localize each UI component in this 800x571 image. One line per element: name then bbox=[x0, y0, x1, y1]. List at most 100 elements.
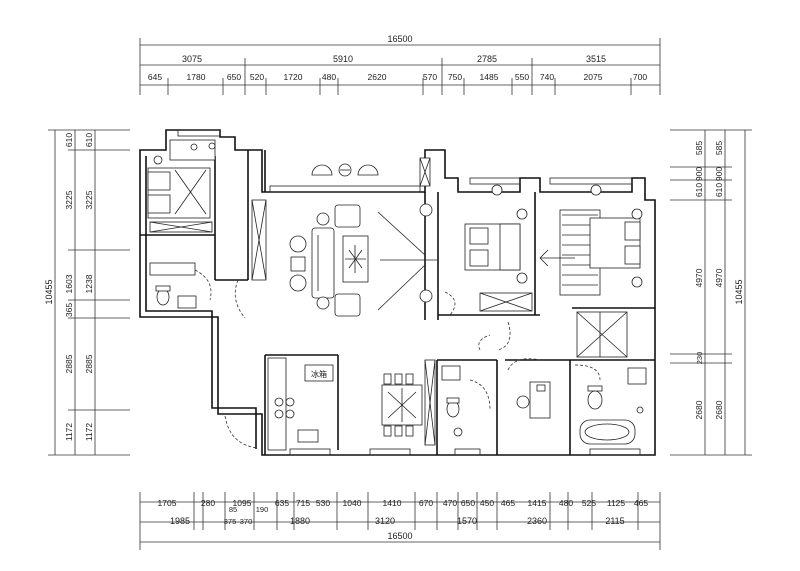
right-r1-3: 4970 bbox=[694, 268, 704, 287]
armchair bbox=[334, 293, 361, 317]
top-r2-10: 550 bbox=[515, 72, 529, 82]
bot-r1-4: 715 bbox=[296, 498, 310, 508]
top-r2-9: 1485 bbox=[480, 72, 499, 82]
left-r1-4: 2885 bbox=[64, 354, 74, 373]
top-dimensions: 16500 3075 5910 2785 3515 645 1780 650 5… bbox=[139, 34, 661, 95]
bot-mid-3: 190 bbox=[256, 505, 269, 514]
lamp-icon bbox=[153, 155, 163, 165]
bedroom-middle bbox=[444, 184, 533, 316]
top-r1-0: 3075 bbox=[182, 54, 202, 64]
right-r1-1: 900 bbox=[694, 167, 704, 181]
left-r1-0: 610 bbox=[64, 133, 74, 147]
chair bbox=[516, 395, 530, 409]
bot-r1-1: 280 bbox=[201, 498, 215, 508]
bot-r1-11: 450 bbox=[480, 498, 494, 508]
top-r1-1: 5910 bbox=[333, 54, 353, 64]
bot-r1-15: 525 bbox=[582, 498, 596, 508]
sink-icon bbox=[627, 367, 647, 385]
left-total-label: 10455 bbox=[44, 279, 54, 304]
bot-r1-12: 465 bbox=[501, 498, 515, 508]
bot-r1-5: 530 bbox=[316, 498, 330, 508]
top-r1-2: 2785 bbox=[477, 54, 497, 64]
doors bbox=[234, 279, 511, 351]
left-r2-2: 1238 bbox=[84, 274, 94, 293]
right-r2-2: 610 bbox=[714, 183, 724, 197]
bot-r1-10: 650 bbox=[461, 498, 475, 508]
right-r1-4: 230 bbox=[695, 352, 704, 365]
top-r2-13: 700 bbox=[633, 72, 647, 82]
right-r2-0: 585 bbox=[714, 141, 724, 155]
left-r2-1: 3225 bbox=[84, 190, 94, 209]
left-dimensions: 10455 610 3225 1603 365 2885 1172 610 32… bbox=[44, 129, 130, 456]
bathtub bbox=[579, 419, 636, 445]
top-total-label: 16500 bbox=[387, 34, 412, 44]
armchair bbox=[334, 204, 361, 228]
windows bbox=[177, 129, 641, 456]
right-r1-2: 610 bbox=[694, 183, 704, 197]
bot-r1-0: 1705 bbox=[158, 498, 177, 508]
bot-r1-7: 1410 bbox=[383, 498, 402, 508]
bot-r1-8: 670 bbox=[419, 498, 433, 508]
top-r2-2: 650 bbox=[227, 72, 241, 82]
top-r2-3: 520 bbox=[250, 72, 264, 82]
top-r2-5: 480 bbox=[322, 72, 336, 82]
sink-icon bbox=[177, 295, 197, 309]
left-r2-0: 610 bbox=[84, 133, 94, 147]
plant-icon bbox=[419, 289, 433, 303]
dining bbox=[381, 359, 436, 446]
top-r2-11: 740 bbox=[540, 72, 554, 82]
left-r1-3: 365 bbox=[64, 303, 74, 317]
left-r2-3: 2885 bbox=[84, 354, 94, 373]
top-r2-0: 645 bbox=[148, 72, 162, 82]
bottom-dimensions: 1705 280 1095 635 715 530 1040 1410 670 … bbox=[139, 492, 661, 550]
left-r1-5: 1172 bbox=[64, 423, 74, 442]
bot-r1-14: 480 bbox=[559, 498, 573, 508]
bot-r1-9: 470 bbox=[443, 498, 457, 508]
bot-r1-16: 1125 bbox=[607, 498, 626, 508]
stove-icon bbox=[274, 397, 284, 407]
top-r2-12: 2075 bbox=[584, 72, 603, 82]
bot-mid-0: 85 bbox=[229, 505, 237, 514]
bathroom-right bbox=[574, 364, 647, 445]
left-r1-1: 3225 bbox=[64, 190, 74, 209]
top-r2-8: 750 bbox=[448, 72, 462, 82]
top-r2-7: 570 bbox=[423, 72, 437, 82]
left-r1-2: 1603 bbox=[64, 274, 74, 293]
bot-r2-2: 3120 bbox=[375, 516, 395, 526]
right-r2-1: 900 bbox=[714, 167, 724, 181]
bot-r2-1: 1880 bbox=[290, 516, 310, 526]
right-dimensions: 585 900 610 4970 230 2680 585 900 610 49… bbox=[670, 129, 752, 456]
bot-r1-17: 465 bbox=[634, 498, 648, 508]
bot-mid-2: 370 bbox=[240, 517, 253, 526]
balcony bbox=[311, 157, 431, 187]
plant-icon bbox=[419, 203, 433, 217]
top-r1-3: 3515 bbox=[586, 54, 606, 64]
top-r2-1: 1780 bbox=[187, 72, 206, 82]
toilet-icon bbox=[587, 390, 603, 410]
bottom-total-label: 16500 bbox=[387, 531, 412, 541]
fridge bbox=[304, 364, 334, 382]
bot-r2-0: 1985 bbox=[170, 516, 190, 526]
study bbox=[507, 358, 551, 419]
sink-icon bbox=[441, 365, 461, 381]
sofa bbox=[311, 227, 335, 299]
top-r2-4: 1720 bbox=[284, 72, 303, 82]
bot-r1-2: 1095 bbox=[233, 498, 252, 508]
bot-r2-4: 2360 bbox=[527, 516, 547, 526]
bot-mid-1: 375 bbox=[224, 517, 237, 526]
bedroom-top-left bbox=[147, 139, 216, 233]
kitchen: 冰箱 bbox=[224, 357, 334, 451]
right-total-label: 10455 bbox=[734, 279, 744, 304]
bot-r1-13: 1415 bbox=[528, 498, 547, 508]
bot-r2-3: 1570 bbox=[457, 516, 477, 526]
sink-icon bbox=[297, 429, 319, 443]
bot-r1-3: 635 bbox=[275, 498, 289, 508]
bedroom-right bbox=[539, 184, 643, 358]
right-r1-0: 585 bbox=[694, 141, 704, 155]
bot-r1-6: 1040 bbox=[343, 498, 362, 508]
fridge-label: 冰箱 bbox=[311, 369, 327, 379]
bathroom-middle bbox=[441, 365, 491, 437]
bathroom-left bbox=[149, 262, 212, 309]
right-r1-5: 2680 bbox=[694, 400, 704, 419]
